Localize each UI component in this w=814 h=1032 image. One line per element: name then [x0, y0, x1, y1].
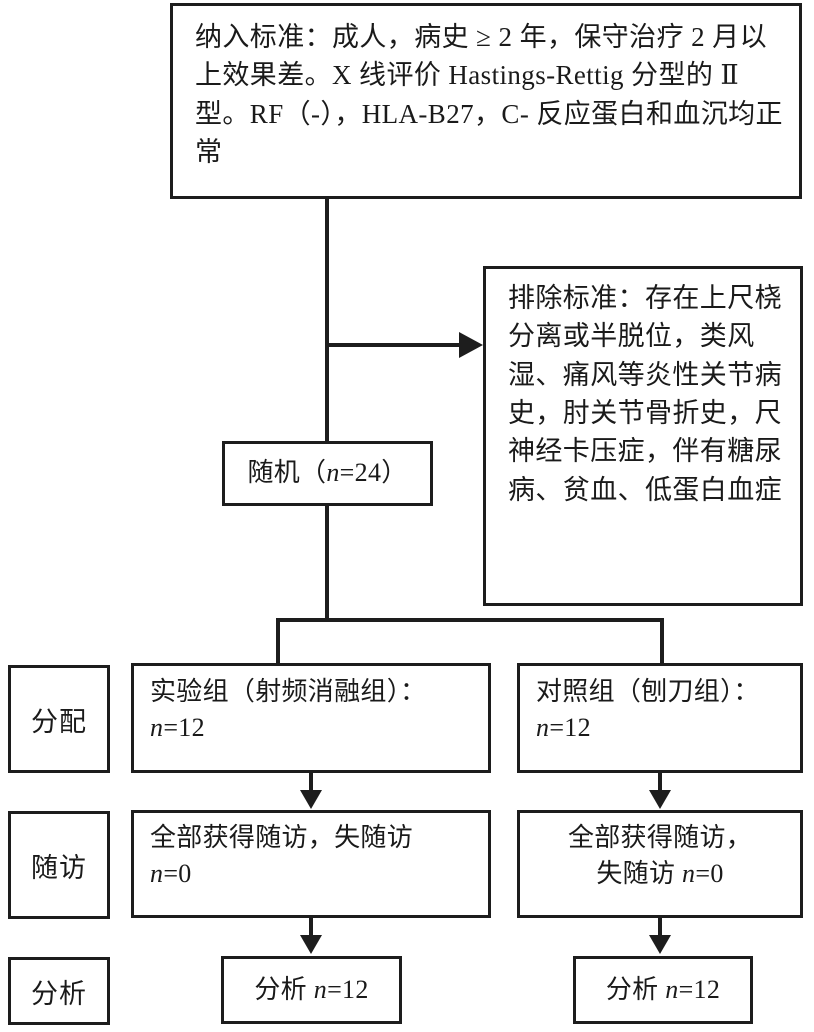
stage-label-analysis-text: 分析 — [31, 978, 87, 1009]
experimental-followup-text: 全部获得随访，失随访 n=0 — [150, 823, 414, 889]
control-analysis-box: 分析 n=12 — [573, 956, 753, 1024]
stage-label-allocation-text: 分配 — [31, 706, 87, 737]
inclusion-criteria-text: 纳入标准：成人，病史 ≥ 2 年，保守治疗 2 月以上效果差。X 线评价 Has… — [195, 22, 783, 167]
connector-inclusion-to-random — [325, 199, 329, 443]
arrow-down-icon — [300, 935, 322, 954]
experimental-followup-box: 全部获得随访，失随访 n=0 — [131, 810, 491, 918]
connector-exp-group-to-followup — [309, 773, 313, 793]
randomization-box: 随机（n=24） — [222, 441, 433, 506]
connector-to-exclusion — [325, 343, 463, 347]
experimental-group-box: 实验组（射频消融组）： n=12 — [131, 663, 491, 773]
connector-ctl-group-to-followup — [658, 773, 662, 793]
control-group-box: 对照组（刨刀组）： n=12 — [517, 663, 803, 773]
connector-random-stem — [325, 506, 329, 622]
connector-drop-control — [660, 618, 664, 665]
experimental-analysis-box: 分析 n=12 — [221, 956, 402, 1024]
inclusion-criteria-box: 纳入标准：成人，病史 ≥ 2 年，保守治疗 2 月以上效果差。X 线评价 Has… — [170, 3, 802, 199]
control-followup-text: 全部获得随访， 失随访 n=0 — [567, 823, 753, 889]
n-symbol: n — [665, 974, 679, 1004]
control-group-text: 对照组（刨刀组）： n=12 — [536, 677, 760, 743]
stage-label-allocation: 分配 — [8, 665, 110, 773]
experimental-group-text: 实验组（射频消融组）： n=12 — [150, 677, 427, 743]
stage-label-analysis: 分析 — [8, 957, 110, 1025]
stage-label-followup: 随访 — [8, 811, 110, 919]
n-symbol: n — [536, 713, 550, 743]
connector-exp-followup-to-analysis — [309, 918, 313, 938]
arrow-down-icon — [649, 790, 671, 809]
n-symbol: n — [313, 974, 328, 1004]
randomization-text: 随机（n=24） — [247, 458, 408, 488]
connector-split-bar — [276, 618, 664, 622]
n-symbol: n — [150, 859, 164, 889]
experimental-analysis-text: 分析 n=12 — [254, 974, 369, 1004]
arrow-down-icon — [300, 790, 322, 809]
n-symbol: n — [326, 458, 340, 488]
arrow-right-icon — [459, 332, 483, 358]
stage-label-followup-text: 随访 — [31, 852, 87, 883]
arrow-down-icon — [649, 935, 671, 954]
connector-ctl-followup-to-analysis — [658, 918, 662, 938]
exclusion-criteria-box: 排除标准：存在上尺桡分离或半脱位，类风湿、痛风等炎性关节病史，肘关节骨折史，尺神… — [483, 266, 803, 606]
n-symbol: n — [682, 859, 696, 889]
connector-drop-experimental — [276, 618, 280, 665]
control-analysis-text: 分析 n=12 — [605, 974, 721, 1004]
control-followup-box: 全部获得随访， 失随访 n=0 — [517, 810, 803, 918]
n-symbol: n — [150, 713, 164, 743]
exclusion-criteria-text: 排除标准：存在上尺桡分离或半脱位，类风湿、痛风等炎性关节病史，肘关节骨折史，尺神… — [508, 283, 782, 505]
